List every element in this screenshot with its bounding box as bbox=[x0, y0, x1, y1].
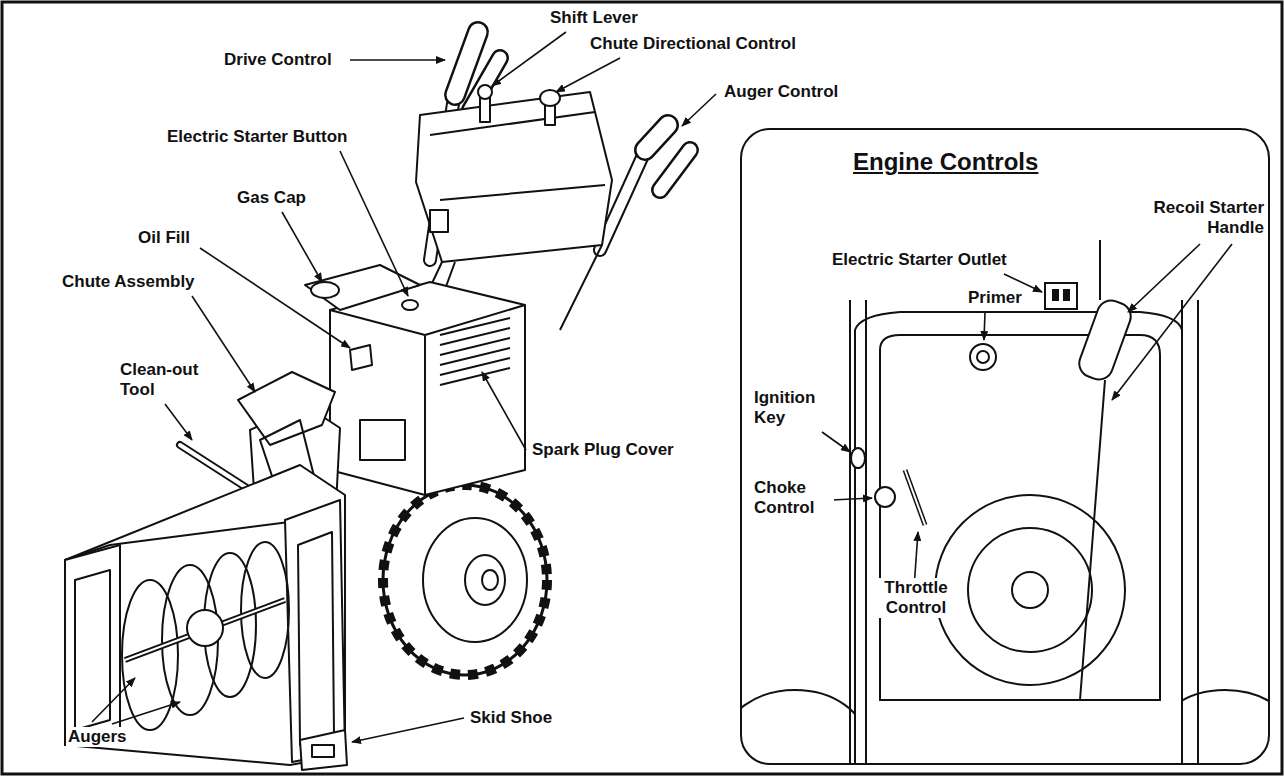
part-label: Skid Shoe bbox=[468, 708, 554, 728]
part-label: Gas Cap bbox=[235, 188, 308, 208]
part-label: Electric Starter Outlet bbox=[830, 250, 1009, 270]
leader-lines bbox=[92, 32, 1232, 742]
panel-heading: Engine Controls bbox=[850, 148, 1041, 176]
part-label: Ignition Key bbox=[752, 388, 834, 428]
part-label: Primer bbox=[966, 288, 1024, 308]
part-label: Throttle Control bbox=[868, 578, 964, 618]
part-label: Choke Control bbox=[752, 478, 834, 518]
part-label: Augers bbox=[66, 727, 129, 747]
part-label: Recoil Starter Handle bbox=[1138, 198, 1266, 238]
part-label: Spark Plug Cover bbox=[530, 440, 676, 460]
part-label: Oil Fill bbox=[136, 228, 192, 248]
part-label: Clean-out Tool bbox=[118, 360, 214, 400]
part-label: Auger Control bbox=[722, 82, 840, 102]
engine-controls-drawing bbox=[742, 240, 1268, 763]
part-label: Chute Directional Control bbox=[588, 34, 798, 54]
part-label: Chute Assembly bbox=[60, 272, 197, 292]
part-label: Electric Starter Button bbox=[165, 127, 349, 147]
part-label: Drive Control bbox=[222, 50, 334, 70]
snowblower-drawing bbox=[65, 32, 690, 770]
part-label: Shift Lever bbox=[548, 8, 640, 28]
